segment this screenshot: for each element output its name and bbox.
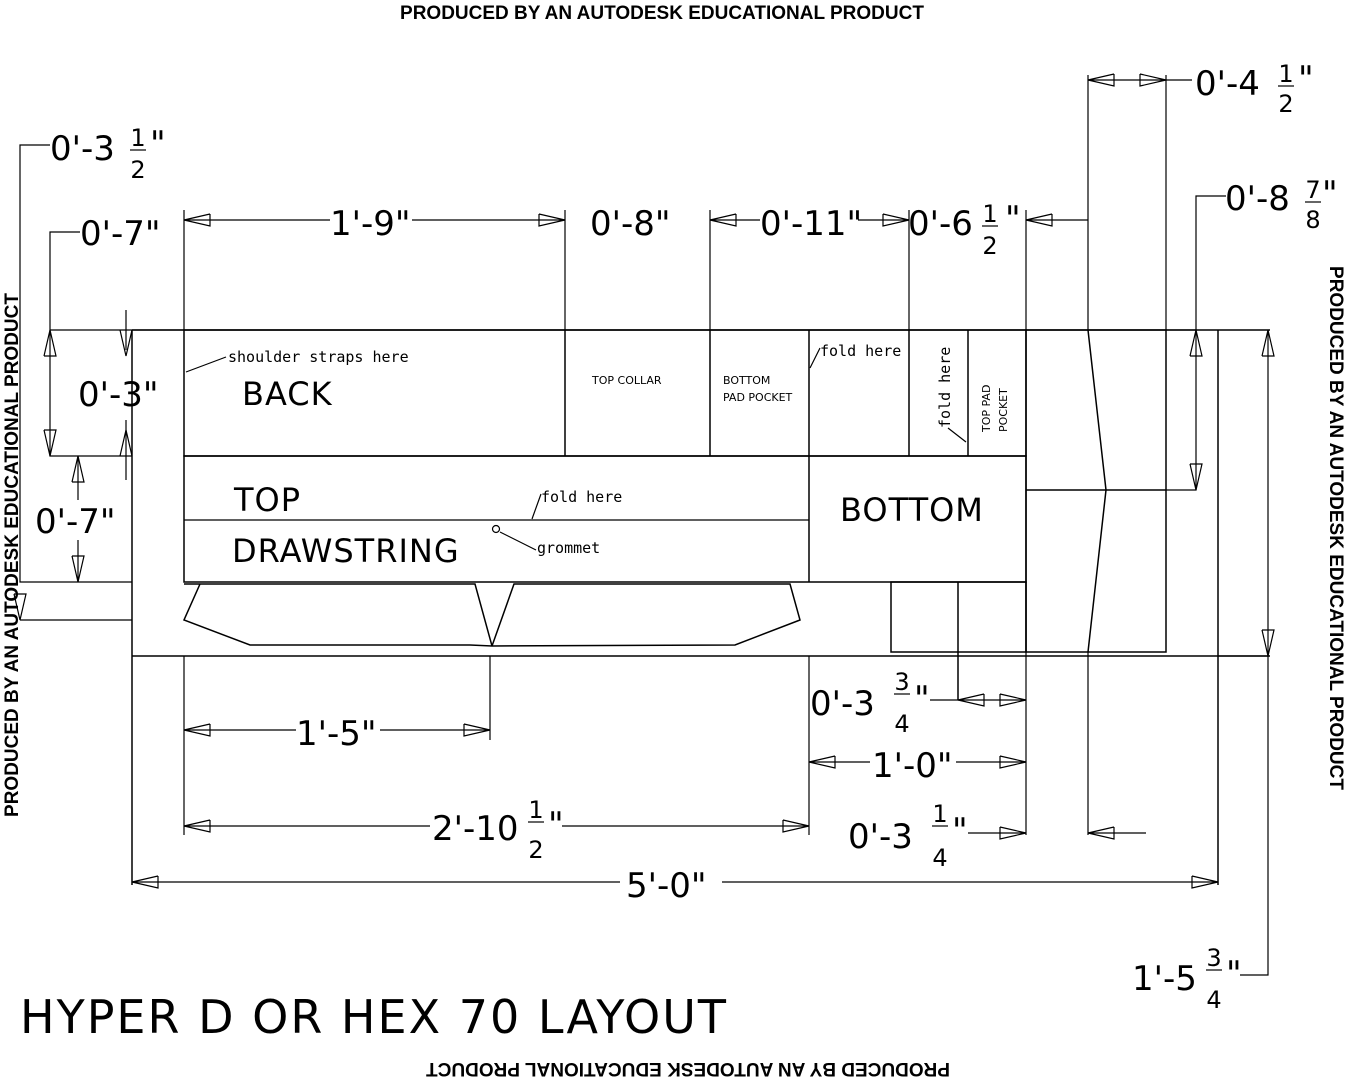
dim-0-7-left: 0'-7" xyxy=(35,502,116,542)
svg-text:2: 2 xyxy=(982,232,997,260)
dim-0-3-half: 0'-3 1 2 " xyxy=(50,124,166,184)
svg-text:3: 3 xyxy=(1206,944,1221,972)
svg-text:": " xyxy=(1298,59,1314,99)
svg-text:1: 1 xyxy=(982,200,997,228)
dim-1-5: 1'-5" xyxy=(296,714,377,754)
top-collar-label: TOP COLLAR xyxy=(591,374,662,387)
svg-text:1'-5: 1'-5 xyxy=(1132,959,1197,999)
svg-text:2: 2 xyxy=(528,836,543,864)
svg-text:1: 1 xyxy=(130,124,145,152)
dim-0-11: 0'-11" xyxy=(760,204,862,244)
watermark-bottom: PRODUCED BY AN AUTODESK EDUCATIONAL PROD… xyxy=(426,1058,950,1079)
grommet-icon xyxy=(491,524,501,534)
svg-text:2: 2 xyxy=(1278,90,1293,118)
svg-text:0'-3: 0'-3 xyxy=(810,684,875,724)
grommet-note: grommet xyxy=(537,539,600,557)
drawstring-label: DRAWSTRING xyxy=(232,532,460,570)
svg-text:": " xyxy=(548,805,564,845)
svg-text:4: 4 xyxy=(932,844,947,872)
fold-note-1: fold here xyxy=(820,342,901,360)
page-title: HYPER D OR HEX 70 LAYOUT xyxy=(20,990,728,1044)
bottom-pad-pocket-label-1: BOTTOM xyxy=(723,374,770,387)
svg-text:": " xyxy=(1322,174,1338,214)
svg-text:4: 4 xyxy=(894,710,909,738)
bottom-label: BOTTOM xyxy=(840,491,984,529)
dim-0-3-34: 0'-3 3 4 " xyxy=(810,668,930,738)
dim-0-7-top: 0'-7" xyxy=(80,214,161,254)
svg-text:0'-4: 0'-4 xyxy=(1195,64,1260,104)
top-pad-pocket-label-2: POCKET xyxy=(997,388,1010,432)
dim-0-6-half: 0'-6 1 2 " xyxy=(908,199,1021,260)
top-label: TOP xyxy=(233,481,301,519)
svg-text:0'-3: 0'-3 xyxy=(50,129,115,169)
dim-0-8: 0'-8" xyxy=(590,204,671,244)
bottom-pad-pocket-label-2: PAD POCKET xyxy=(723,391,793,404)
svg-text:": " xyxy=(1226,954,1242,994)
svg-text:0'-8: 0'-8 xyxy=(1225,179,1290,219)
svg-text:0'-3: 0'-3 xyxy=(848,817,913,857)
svg-text:3: 3 xyxy=(894,668,909,696)
dim-1-9: 1'-9" xyxy=(330,204,411,244)
svg-text:4: 4 xyxy=(1206,986,1221,1014)
dimension-lines xyxy=(13,73,1275,976)
svg-text:1: 1 xyxy=(1278,60,1293,88)
fabric-outline xyxy=(131,329,1270,885)
svg-text:1: 1 xyxy=(528,796,543,824)
watermark-left: PRODUCED BY AN AUTODESK EDUCATIONAL PROD… xyxy=(2,293,23,817)
svg-text:8: 8 xyxy=(1305,206,1320,234)
fold-note-3: fold here xyxy=(541,488,622,506)
dim-5-0: 5'-0" xyxy=(626,866,707,906)
pattern-pieces xyxy=(182,329,1167,700)
top-pad-pocket-label-1: TOP PAD xyxy=(980,385,993,433)
dim-0-8-78: 0'-8 7 8 " xyxy=(1225,174,1338,234)
dim-2-10-half: 2'-10 1 2 " xyxy=(432,796,564,864)
dim-1-5-34: 1'-5 3 4 " xyxy=(1132,944,1242,1014)
svg-text:2: 2 xyxy=(130,156,145,184)
svg-text:7: 7 xyxy=(1305,176,1320,204)
fold-note-2: fold here xyxy=(936,347,954,428)
dimension-lines-bottom xyxy=(131,582,1219,889)
watermark-top: PRODUCED BY AN AUTODESK EDUCATIONAL PROD… xyxy=(400,3,924,24)
svg-text:2'-10: 2'-10 xyxy=(432,809,519,849)
dim-0-3: 0'-3" xyxy=(78,375,159,415)
svg-text:": " xyxy=(914,679,930,719)
watermark-right: PRODUCED BY AN AUTODESK EDUCATIONAL PROD… xyxy=(1325,266,1346,790)
svg-text:1: 1 xyxy=(932,800,947,828)
svg-text:": " xyxy=(1005,199,1021,239)
svg-text:": " xyxy=(952,811,968,851)
svg-text:0'-6: 0'-6 xyxy=(908,204,973,244)
dim-0-3-14: 0'-3 1 4 " xyxy=(848,800,968,872)
back-label: BACK xyxy=(242,375,333,413)
svg-text:": " xyxy=(150,124,166,164)
shoulder-straps-note: shoulder straps here xyxy=(228,348,409,366)
dim-0-4-half: 0'-4 1 2 " xyxy=(1195,59,1314,118)
dim-1-0: 1'-0" xyxy=(872,746,953,786)
